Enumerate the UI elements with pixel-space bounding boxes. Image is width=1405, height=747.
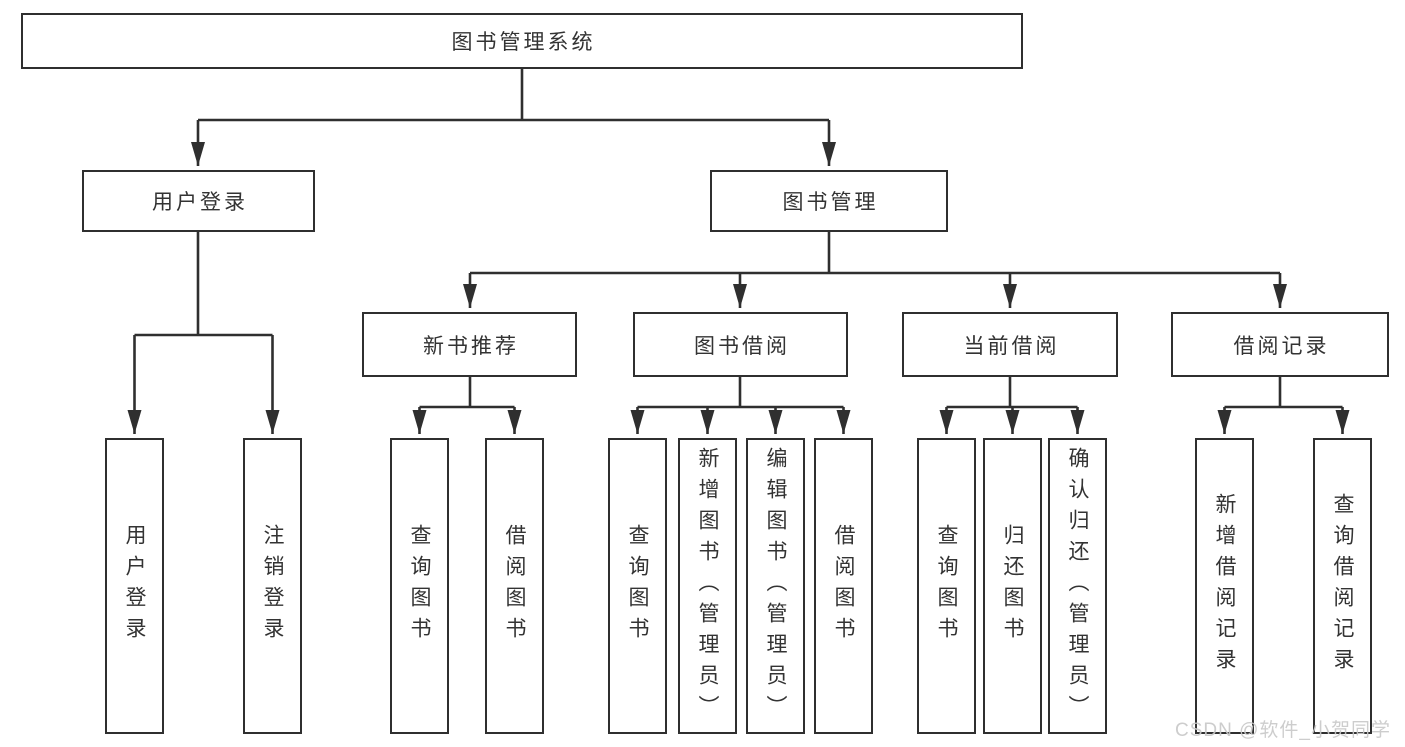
node-root: 图书管理系统 — [21, 13, 1023, 69]
node-leaf-return-books: 归还图书 — [983, 438, 1042, 734]
node-borrowing-records: 借阅记录 — [1171, 312, 1389, 377]
node-leaf-confirm-return-admin: 确认归还（管理员） — [1048, 438, 1107, 734]
node-book-management: 图书管理 — [710, 170, 948, 232]
node-current-borrowing: 当前借阅 — [902, 312, 1118, 377]
node-book-borrowing: 图书借阅 — [633, 312, 848, 377]
node-leaf-add-borrow-record: 新增借阅记录 — [1195, 438, 1254, 734]
node-leaf-query-books-1: 查询图书 — [390, 438, 449, 734]
node-leaf-query-books-3: 查询图书 — [917, 438, 976, 734]
node-new-book-recommend: 新书推荐 — [362, 312, 577, 377]
node-leaf-edit-books-admin: 编辑图书（管理员） — [746, 438, 805, 734]
node-user-login: 用户登录 — [82, 170, 315, 232]
node-leaf-borrow-books-2: 借阅图书 — [814, 438, 873, 734]
node-leaf-query-books-2: 查询图书 — [608, 438, 667, 734]
node-leaf-user-login: 用户登录 — [105, 438, 164, 734]
node-leaf-borrow-books-1: 借阅图书 — [485, 438, 544, 734]
node-leaf-add-books-admin: 新增图书（管理员） — [678, 438, 737, 734]
node-leaf-query-borrow-record: 查询借阅记录 — [1313, 438, 1372, 734]
watermark: CSDN @软件_小贺同学 — [1175, 720, 1391, 741]
node-leaf-logout-login: 注销登录 — [243, 438, 302, 734]
